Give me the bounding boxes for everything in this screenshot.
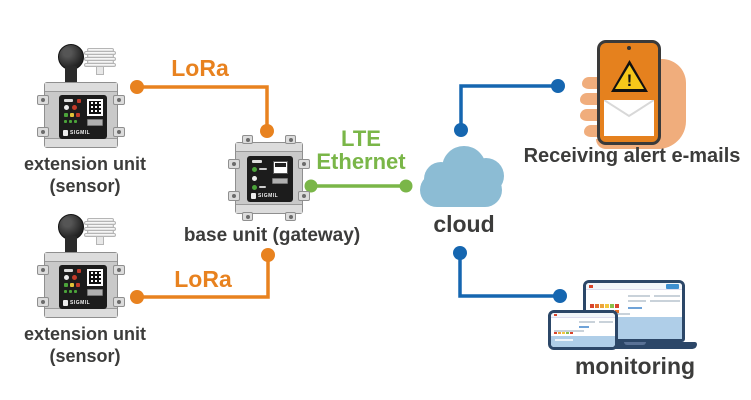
monitoring-label: monitoring bbox=[574, 353, 696, 379]
ball-antenna-icon bbox=[58, 44, 84, 70]
brand-label: SIGMIL bbox=[70, 300, 91, 306]
device-enclosure: SIGMIL bbox=[37, 252, 125, 318]
radiation-shield-icon bbox=[84, 48, 116, 75]
base-unit-gateway: SIGMIL bbox=[228, 133, 310, 225]
qr-code-icon bbox=[87, 99, 103, 116]
alert-phone-label: Receiving alert e-mails bbox=[523, 145, 741, 167]
device-enclosure: SIGMIL bbox=[37, 82, 125, 148]
warning-icon: ! bbox=[611, 60, 648, 92]
extension-unit-1: SIGMIL bbox=[34, 38, 126, 150]
device-panel: SIGMIL bbox=[247, 156, 293, 202]
brand-label: SIGMIL bbox=[70, 130, 91, 136]
qr-code-icon bbox=[87, 269, 103, 286]
device-panel: SIGMIL bbox=[59, 265, 107, 309]
lora-link-top bbox=[130, 80, 274, 138]
camera-dot-icon bbox=[627, 46, 631, 50]
lte-ethernet-label: LTE Ethernet bbox=[316, 126, 406, 174]
monitoring-devices bbox=[545, 273, 705, 358]
ball-antenna-icon bbox=[58, 214, 84, 240]
lte-ethernet-link bbox=[304, 179, 413, 193]
lora-link-bottom bbox=[130, 248, 275, 304]
radiation-shield-icon bbox=[84, 218, 116, 245]
device-enclosure: SIGMIL bbox=[228, 135, 310, 221]
laptop-base bbox=[573, 342, 697, 349]
extension-unit-2: SIGMIL bbox=[34, 208, 126, 320]
phone-icon: ! bbox=[597, 40, 661, 145]
cloud-label: cloud bbox=[433, 211, 495, 237]
lora-label-bottom: LoRa bbox=[174, 266, 232, 292]
brand-label: SIGMIL bbox=[258, 193, 279, 199]
extension-unit-1-label: extension unit (sensor) bbox=[23, 154, 146, 196]
cloud-to-phone-link bbox=[454, 79, 565, 137]
dashboard-button bbox=[666, 284, 679, 289]
cloud-to-monitoring-link bbox=[453, 246, 567, 303]
display-icon bbox=[273, 161, 288, 174]
extension-unit-2-label: extension unit (sensor) bbox=[23, 324, 146, 366]
lora-label-top: LoRa bbox=[171, 55, 229, 81]
device-panel: SIGMIL bbox=[59, 95, 107, 139]
tablet-icon bbox=[548, 310, 618, 350]
alert-phone: ! bbox=[572, 35, 697, 150]
base-unit-label: base unit (gateway) bbox=[183, 225, 361, 246]
cloud-icon bbox=[418, 146, 504, 208]
envelope-icon bbox=[604, 100, 654, 136]
